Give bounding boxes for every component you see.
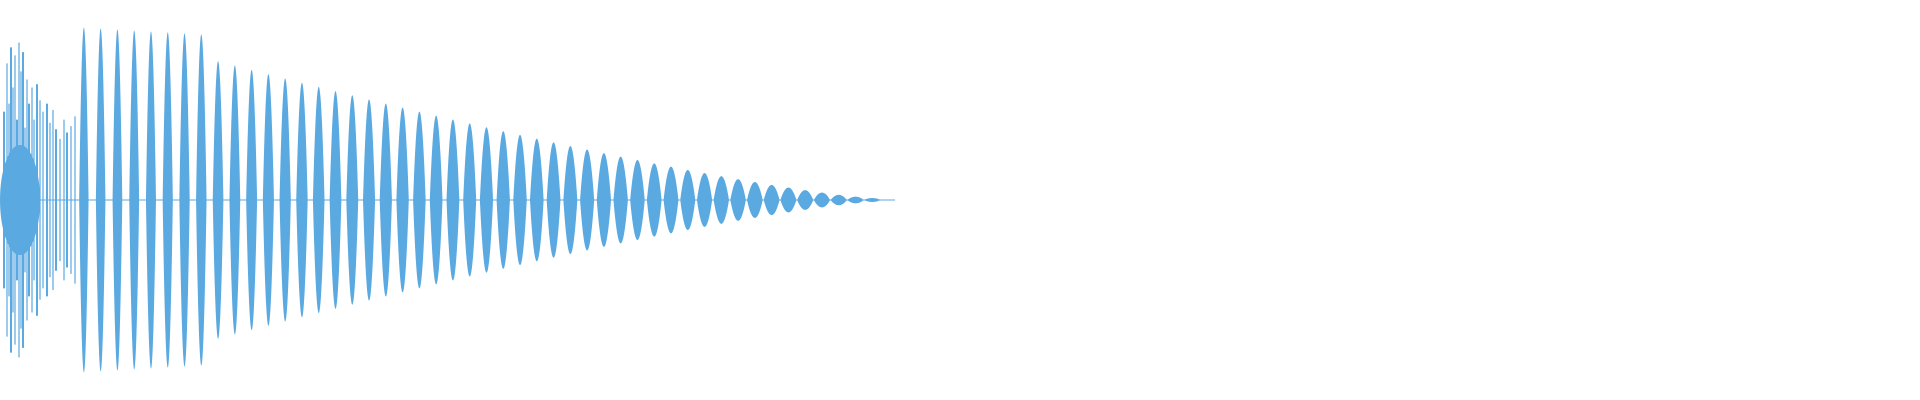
waveform-lobe (863, 198, 881, 202)
waveform-lobe (747, 182, 763, 218)
waveform-lobe (79, 27, 89, 373)
waveform-lobe (112, 29, 123, 371)
waveform-lobe (329, 91, 342, 309)
waveform-lobe (780, 187, 797, 213)
waveform-lobe (229, 65, 241, 335)
waveform-lobe (396, 107, 409, 293)
waveform-lobe (646, 163, 662, 237)
waveform-attack-body (0, 145, 40, 255)
waveform-lobe (529, 138, 544, 262)
waveform-lobe (312, 86, 325, 314)
waveform-lobe (262, 74, 274, 326)
waveform-lobe (95, 28, 106, 372)
waveform-lobe (463, 123, 477, 277)
waveform-lobe (446, 119, 460, 281)
waveform-lobe (379, 103, 392, 297)
waveform-lobe (830, 194, 847, 206)
waveform-lobe (563, 145, 578, 255)
waveform-lobe (246, 69, 258, 331)
waveform-lobe (296, 82, 308, 318)
waveform-lobe (596, 153, 612, 247)
waveform-lobe (129, 30, 140, 370)
waveform-lobe (196, 34, 207, 366)
waveform-lobe (580, 149, 595, 251)
waveform-lobe (613, 156, 628, 244)
waveform-lobe (496, 131, 510, 269)
waveform-lobe (546, 142, 561, 258)
waveform-lobe (162, 32, 173, 368)
waveform-lobes (0, 27, 881, 373)
waveform-lobe (680, 169, 696, 231)
waveform-lobe (696, 173, 713, 227)
waveform-lobe (479, 127, 494, 273)
waveform-lobe (346, 95, 359, 305)
waveform-lobe (413, 111, 426, 289)
waveform-lobe (763, 184, 780, 216)
waveform-lobe (179, 33, 190, 367)
waveform-lobe (813, 192, 831, 208)
waveform-lobe (363, 99, 376, 301)
waveform-lobe (713, 176, 730, 224)
waveform-lobe (212, 61, 224, 339)
waveform-lobe (145, 31, 156, 369)
waveform-lobe (279, 78, 291, 322)
waveform-lobe (663, 166, 679, 234)
waveform-lobe (630, 159, 645, 241)
waveform-lobe (429, 115, 443, 285)
waveform-lobe (797, 190, 814, 210)
waveform-lobe (513, 134, 527, 266)
waveform-lobe (847, 196, 864, 204)
waveform-lobe (730, 179, 746, 221)
